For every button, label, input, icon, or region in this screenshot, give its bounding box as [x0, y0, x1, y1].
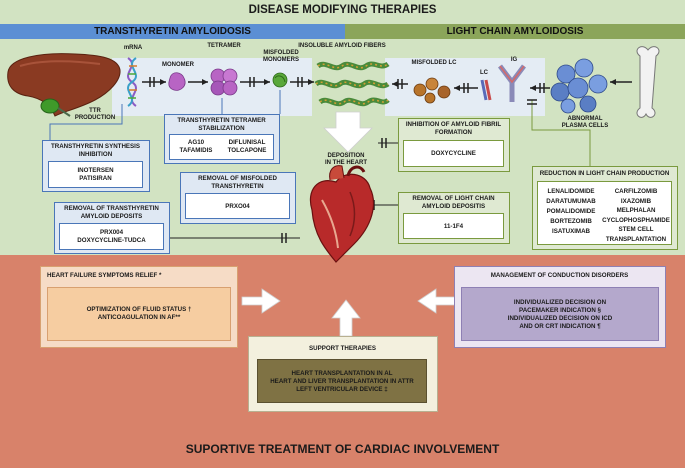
- ig-label: IG: [510, 57, 518, 63]
- removal-misfolded-content: PRXO04: [185, 193, 290, 219]
- removal-lc-content: 11-1F4: [403, 213, 504, 239]
- al-pathway-lane: [385, 58, 545, 116]
- fibril-inhibition-content: DOXYCYCLINE: [403, 140, 504, 167]
- support-therapies-content: HEART TRANSPLANTATION IN AL HEART AND LI…: [257, 359, 427, 403]
- insoluble-fibers-label: INSOLUBLE AMYLOID FIBERS: [298, 43, 386, 49]
- fibril-inhibition-drug: DOXYCYCLINE: [431, 150, 476, 157]
- removal-ttr-deposits-drugs: PRX004 DOXYCYCLINE-TUDCA: [77, 229, 146, 244]
- synthesis-inhibition-title: TRANSTHYRETIN SYNTHESIS INHIBITION: [50, 143, 141, 158]
- tetramer-stabilization-drugs-right: DIFLUNISAL TOLCAPONE: [227, 139, 267, 154]
- support-therapies-box: SUPPORT THERAPIES HEART TRANSPLANTATION …: [248, 336, 438, 412]
- heart-failure-box: HEART FAILURE SYMPTOMS RELIEF * OPTIMIZA…: [40, 266, 238, 348]
- removal-misfolded-title: REMOVAL OF MISFOLDED TRANSTHYRETIN: [198, 175, 277, 190]
- ttr-header: TRANSTHYRETIN AMYLOIDOSIS: [94, 26, 251, 37]
- tetramer-label: TETRAMER: [207, 43, 241, 49]
- heart-failure-title: HEART FAILURE SYMPTOMS RELIEF *: [47, 272, 162, 279]
- removal-ttr-deposits-box: REMOVAL OF TRANSTHYRETIN AMYLOID DEPOSIT…: [54, 202, 170, 254]
- removal-ttr-deposits-title: REMOVAL OF TRANSTHYRETIN AMYLOID DEPOSIT…: [64, 205, 159, 220]
- disease-modifying-title: DISEASE MODIFYING THERAPIES: [248, 4, 437, 16]
- plasma-cell-icon: [550, 58, 608, 114]
- removal-misfolded-box: REMOVAL OF MISFOLDED TRANSTHYRETIN PRXO0…: [180, 172, 296, 224]
- liver-icon: [7, 53, 121, 117]
- misfolded-lc-icon: [413, 77, 451, 104]
- al-header: LIGHT CHAIN AMYLOIDOSIS: [446, 26, 584, 37]
- tetramer-stabilization-box: TRANSTHYRETIN TETRAMER STABILIZATION AG1…: [164, 114, 280, 164]
- misfolded-monomer-icon: [272, 72, 288, 88]
- tetramer-stabilization-title: TRANSTHYRETIN TETRAMER STABILIZATION: [177, 117, 266, 132]
- ttr-production-label: TTR PRODUCTION: [74, 108, 116, 121]
- reduction-lc-drugs-right: CARFILZOMIB IXAZOMIB MELPHALAN CYCLOPHOS…: [602, 188, 670, 243]
- fibril-inhibition-box: INHIBITION OF AMYLOID FIBRIL FORMATION D…: [398, 118, 510, 172]
- heart-failure-measures: OPTIMIZATION OF FLUID STATUS † ANTICOAGU…: [86, 306, 192, 321]
- antibody-icon: [498, 64, 526, 102]
- lc-label: LC: [480, 70, 488, 76]
- monomer-label: MONOMER: [162, 62, 194, 68]
- deposition-label: DEPOSITION IN THE HEART: [325, 153, 367, 166]
- conduction-content: INDIVIDUALIZED DECISION ON PACEMAKER IND…: [461, 287, 659, 341]
- plasma-cells-label: ABNORMAL PLASMA CELLS: [561, 116, 609, 129]
- dna-icon: [127, 57, 137, 107]
- fibril-inhibition-title: INHIBITION OF AMYLOID FIBRIL FORMATION: [405, 121, 502, 136]
- tetramer-icon: [210, 68, 238, 96]
- reduction-lc-box: REDUCTION IN LIGHT CHAIN PRODUCTION LENA…: [532, 166, 678, 250]
- heart-icon: [309, 165, 375, 263]
- reduction-lc-title: REDUCTION IN LIGHT CHAIN PRODUCTION: [539, 170, 670, 177]
- synthesis-inhibition-box: TRANSTHYRETIN SYNTHESIS INHIBITION INOTE…: [42, 140, 150, 192]
- removal-lc-box: REMOVAL OF LIGHT CHAIN AMYLOID DEPOSITIS…: [398, 192, 510, 244]
- conduction-title: MANAGEMENT OF CONDUCTION DISORDERS: [490, 272, 629, 279]
- support-therapies-title: SUPPORT THERAPIES: [308, 345, 377, 352]
- mrna-label: mRNA: [123, 45, 143, 51]
- support-therapies-measures: HEART TRANSPLANTATION IN AL HEART AND LI…: [270, 370, 414, 393]
- supportive-title: SUPORTIVE TREATMENT OF CARDIAC INVOLVEME…: [185, 442, 500, 456]
- removal-misfolded-drug: PRXO04: [225, 203, 250, 210]
- synthesis-inhibition-drugs: INOTERSEN PATISIRAN: [77, 167, 114, 182]
- synthesis-inhibition-content: INOTERSEN PATISIRAN: [48, 161, 143, 188]
- tetramer-stabilization-content: AG10 TAFAMIDIS DIFLUNISAL TOLCAPONE: [169, 134, 274, 160]
- fibril-icon: [314, 61, 390, 107]
- heart-failure-content: OPTIMIZATION OF FLUID STATUS † ANTICOAGU…: [47, 287, 231, 341]
- misfolded-lc-label: MISFOLDED LC: [411, 60, 457, 66]
- removal-lc-title: REMOVAL OF LIGHT CHAIN AMYLOID DEPOSITIS: [412, 195, 495, 210]
- conduction-box: MANAGEMENT OF CONDUCTION DISORDERS INDIV…: [454, 266, 666, 348]
- removal-ttr-deposits-content: PRX004 DOXYCYCLINE-TUDCA: [59, 223, 164, 250]
- ttr-header-bar: [0, 24, 345, 39]
- al-header-bar: [345, 24, 685, 39]
- bone-icon: [636, 46, 660, 118]
- reduction-lc-content: LENALIDOMIDE DARATUMUMAB POMALIDOMIDE BO…: [537, 181, 672, 245]
- conduction-measures: INDIVIDUALIZED DECISION ON PACEMAKER IND…: [507, 299, 613, 330]
- misfolded-monomers-label: MISFOLDED MONOMERS: [263, 50, 299, 63]
- removal-lc-drug: 11-1F4: [443, 223, 464, 230]
- tetramer-stabilization-drugs-left: AG10 TAFAMIDIS: [179, 139, 213, 154]
- reduction-lc-drugs-left: LENALIDOMIDE DARATUMUMAB POMALIDOMIDE BO…: [546, 188, 596, 235]
- monomer-icon: [168, 72, 186, 91]
